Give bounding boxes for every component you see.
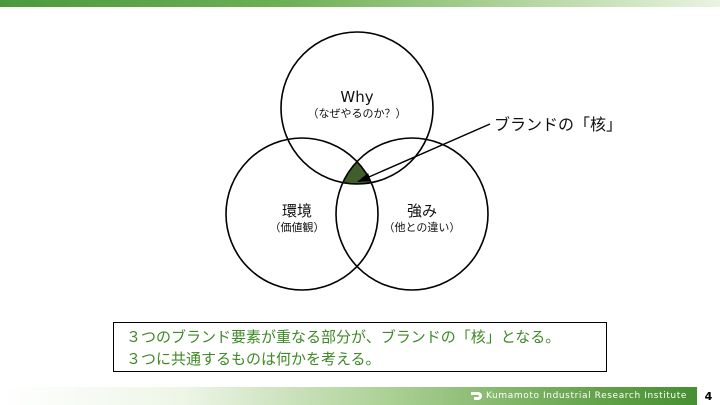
core-callout-label: ブランドの「核」: [494, 115, 623, 134]
footer-bar: Kumamoto Industrial Research Institute: [0, 387, 720, 405]
note-line-2: ３つに共通するものは何かを考える。: [126, 350, 381, 368]
page-number: 4: [697, 387, 720, 405]
venn-circle-why: [280, 31, 434, 185]
label-why: Why （なぜやるのか？）: [297, 88, 417, 122]
venn-circle-environment: [225, 137, 379, 291]
note-box: ３つのブランド要素が重なる部分が、ブランドの「核」となる。 ３つに共通するものは…: [113, 322, 607, 372]
top-accent-bar: [0, 0, 720, 7]
callout-arrowhead: [357, 173, 371, 182]
note-line-1: ３つのブランド要素が重なる部分が、ブランドの「核」となる。: [126, 328, 561, 346]
label-environment: 環境 （価値観）: [252, 202, 342, 236]
label-strength: 強み （他との違い）: [372, 202, 472, 236]
environment-title: 環境: [281, 202, 312, 220]
venn-circle-strength: [335, 137, 489, 291]
why-subtitle: （なぜやるのか？）: [307, 107, 407, 120]
environment-subtitle: （価値観）: [269, 221, 325, 234]
callout-arrow: [361, 123, 491, 181]
institute-logo-icon: [471, 392, 482, 400]
strength-title: 強み: [406, 202, 437, 220]
strength-subtitle: （他との違い）: [383, 221, 461, 234]
institute-name: Kumamoto Industrial Research Institute: [486, 391, 687, 401]
why-title: Why: [340, 88, 374, 106]
